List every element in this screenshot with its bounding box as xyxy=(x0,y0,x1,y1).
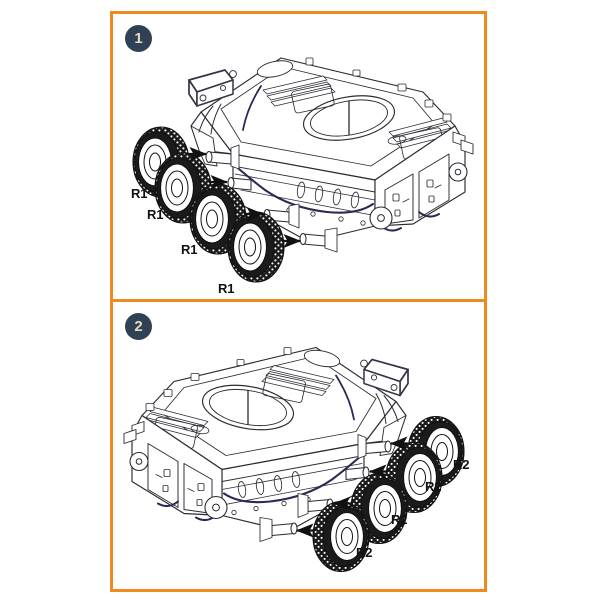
part-label-r1-4: R1 xyxy=(218,281,235,296)
instruction-sheet: 1 xyxy=(110,11,487,592)
apc-assembly-drawing-2 xyxy=(123,346,465,573)
instruction-panel-2: 2 xyxy=(113,302,484,592)
vehicle-hull-1 xyxy=(188,57,474,253)
part-label-r2-3: R2 xyxy=(391,512,408,527)
part-label-r1-2: R1 xyxy=(147,207,164,222)
instruction-panel-1: 1 xyxy=(113,14,484,302)
part-label-r2-1: R2 xyxy=(453,457,470,472)
part-label-r2-2: R2 xyxy=(425,479,442,494)
assembly-arrows-2 xyxy=(295,436,408,538)
vehicle-hull-2 xyxy=(123,346,409,542)
step-number-badge-2: 2 xyxy=(125,313,152,340)
panel-2-illustration xyxy=(113,302,484,592)
assembly-arrows-1 xyxy=(189,146,302,249)
part-label-r1-3: R1 xyxy=(181,242,198,257)
step-number-badge-1: 1 xyxy=(125,25,152,52)
part-label-r1-1: R1 xyxy=(131,186,148,201)
panel-1-illustration xyxy=(113,14,484,299)
part-label-r2-4: R2 xyxy=(356,545,373,560)
wheel-r1-4 xyxy=(227,211,285,283)
apc-assembly-drawing-1 xyxy=(132,57,474,283)
wheel-r2-4 xyxy=(312,500,370,573)
